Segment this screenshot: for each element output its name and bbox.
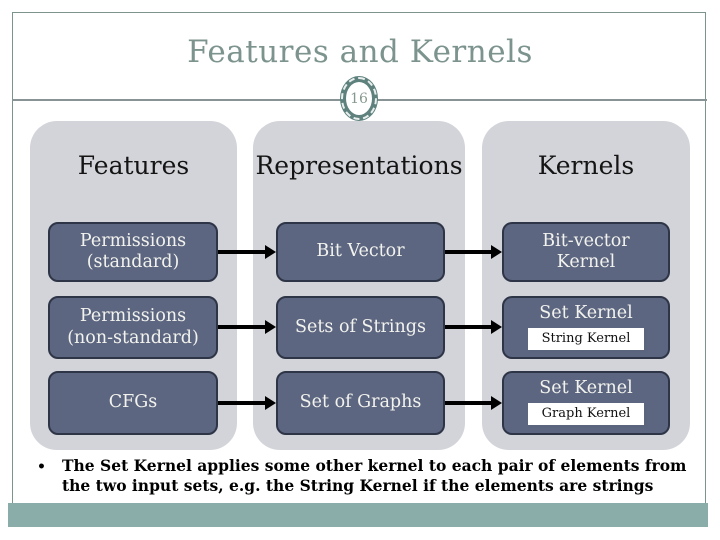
node-permissions-standard: Permissions (standard) (48, 222, 218, 282)
flow-arrow-representations-to-kernels-row1 (445, 250, 492, 254)
page-title: Features and Kernels (187, 34, 533, 70)
node-set-kernel-graph-label: Set Kernel (539, 378, 633, 398)
flow-arrow-features-to-representations-row2 (218, 325, 266, 329)
node-permissions-non-standard: Permissions (non-standard) (48, 296, 218, 359)
node-bit-vector: Bit Vector (276, 222, 445, 282)
node-sets-of-strings: Sets of Strings (276, 296, 445, 359)
slide-number: 16 (346, 82, 372, 115)
node-graph-kernel-subbox: Graph Kernel (528, 403, 644, 425)
flow-arrow-representations-to-kernels-row3 (445, 401, 492, 405)
column-features-header: Features (77, 151, 190, 180)
node-bit-vector-kernel: Bit-vector Kernel (502, 222, 670, 282)
node-set-kernel-string-label: Set Kernel (539, 303, 633, 323)
flow-arrow-representations-to-kernels-row2 (445, 325, 492, 329)
bullet-text: The Set Kernel applies some other kernel… (62, 456, 687, 496)
node-cfgs: CFGs (48, 371, 218, 435)
node-set-kernel-graph: Set Kernel Graph Kernel (502, 371, 670, 435)
node-set-of-graphs: Set of Graphs (276, 371, 445, 435)
node-string-kernel-subbox: String Kernel (528, 328, 644, 350)
column-kernels-header: Kernels (537, 151, 635, 180)
footer-band (8, 503, 708, 527)
flow-arrow-features-to-representations-row3 (218, 401, 266, 405)
column-representations-header: Representations (255, 151, 463, 180)
node-set-kernel-string: Set Kernel String Kernel (502, 296, 670, 359)
flow-arrow-features-to-representations-row1 (218, 250, 266, 254)
bullet-marker: • (37, 459, 46, 475)
slide-number-badge: 16 (340, 76, 378, 121)
